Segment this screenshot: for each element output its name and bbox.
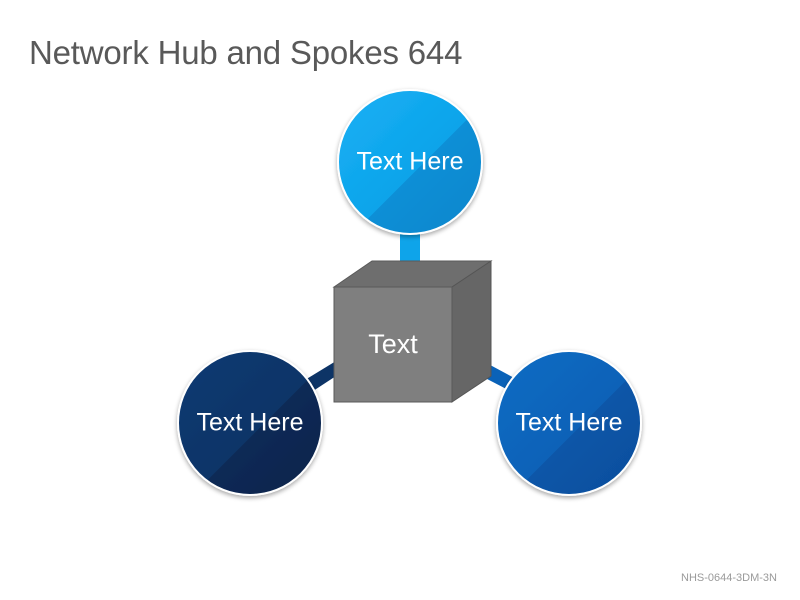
- spoke-circle-left[interactable]: [177, 350, 323, 496]
- page-title: Network Hub and Spokes 644: [29, 34, 463, 71]
- hub-cube: Text: [332, 260, 493, 403]
- spoke-label-top: Text Here: [357, 148, 464, 176]
- spoke-circle-top[interactable]: [337, 89, 483, 235]
- hub-cube-front: [333, 286, 453, 403]
- product-code: NHS-0644-3DM-3N: [681, 572, 777, 584]
- spoke-node-top[interactable]: Text Here: [337, 89, 483, 235]
- spoke-node-right[interactable]: Text Here: [496, 350, 642, 496]
- hub-label: Text: [368, 329, 418, 359]
- spoke-node-left[interactable]: Text Here: [177, 350, 323, 496]
- spoke-label-left: Text Here: [197, 409, 304, 437]
- spoke-label-right: Text Here: [516, 409, 623, 437]
- spoke-circle-right[interactable]: [496, 350, 642, 496]
